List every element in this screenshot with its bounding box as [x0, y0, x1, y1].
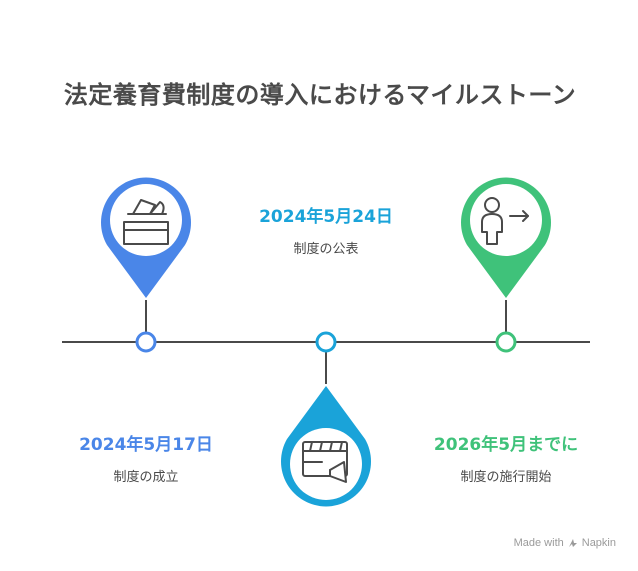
- milestone-node-2: [315, 331, 337, 353]
- milestone-label-2: 制度の公表: [293, 242, 359, 257]
- video-announcement-icon: [302, 441, 348, 483]
- milestone-node-1: [135, 331, 157, 353]
- milestone-date-2: 2024年5月24日: [259, 207, 393, 227]
- milestone-date-1: 2024年5月17日: [79, 435, 213, 455]
- milestone-date-3: 2026年5月までに: [433, 435, 579, 455]
- milestone-label-3: 制度の施行開始: [460, 470, 552, 485]
- milestone-pin-1: [101, 177, 191, 353]
- milestone-node-3: [495, 331, 517, 353]
- milestone-pin-2: [281, 331, 371, 507]
- milestone-pin-3: [461, 177, 551, 353]
- made-with-text: Made with: [513, 537, 564, 549]
- ballot-box-icon: [123, 199, 169, 245]
- milestone-label-1: 制度の成立: [113, 470, 179, 485]
- person-arrow-icon: [481, 197, 529, 245]
- diagram-title: 法定養育費制度の導入におけるマイルストーン: [63, 81, 577, 109]
- napkin-logo-icon: [568, 539, 577, 547]
- brand-name: Napkin: [581, 537, 616, 549]
- footer-attribution[interactable]: Made with Napkin: [514, 537, 616, 549]
